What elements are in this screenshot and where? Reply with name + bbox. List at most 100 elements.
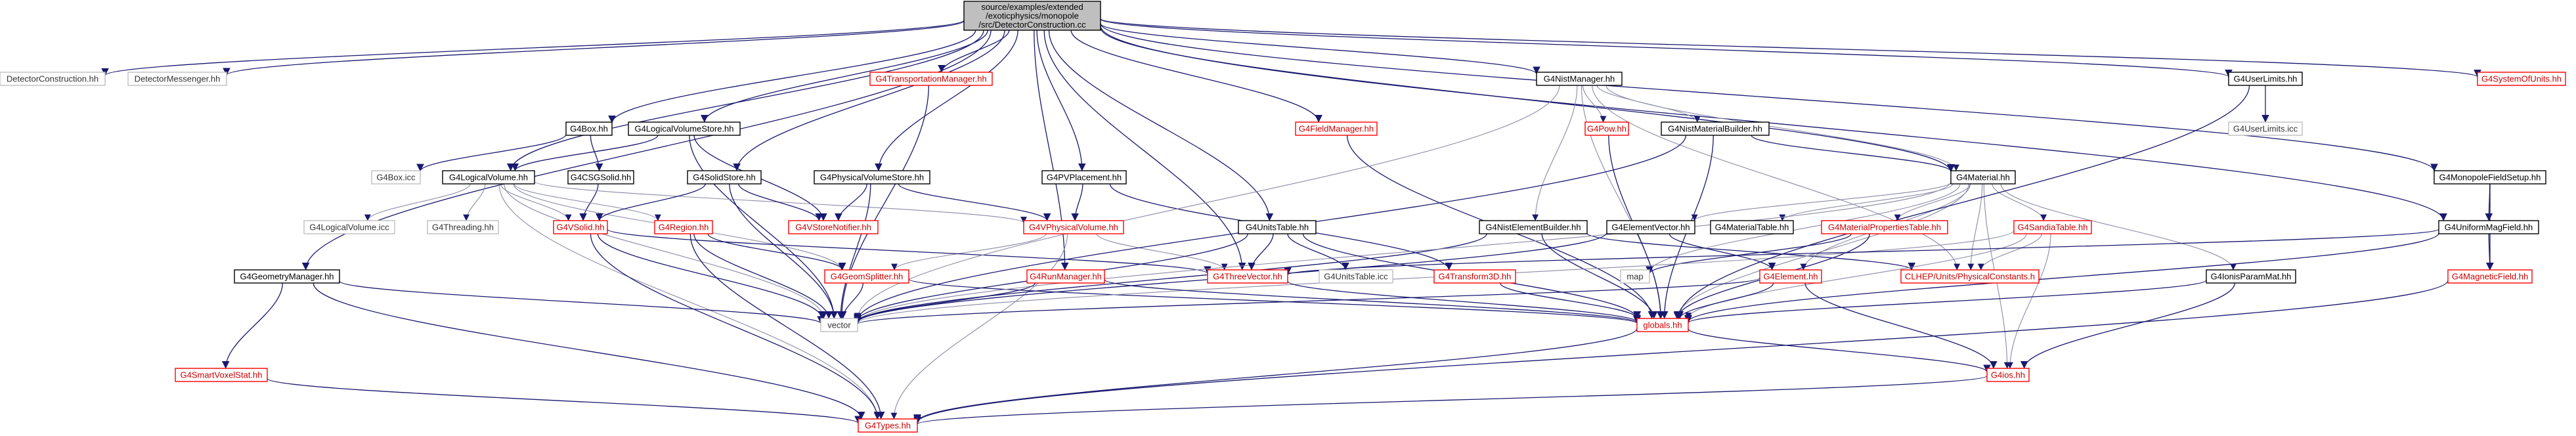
node-G4VStoreNotifier_hh[interactable]: G4VStoreNotifier.hh (788, 220, 879, 234)
node-G4UserLimits_hh[interactable]: G4UserLimits.hh (2228, 72, 2303, 86)
node-label: G4SandiaTable.hh (2018, 223, 2088, 232)
node-G4PVPlacement_hh[interactable]: G4PVPlacement.hh (1041, 170, 1127, 185)
node-G4Types_hh[interactable]: G4Types.hh (858, 418, 918, 433)
edge-G4RunManager_hh-to-globals_hh (1104, 279, 1641, 324)
node-G4ElementVector_hh[interactable]: G4ElementVector.hh (1606, 220, 1695, 234)
node-box (127, 72, 227, 86)
node-CLHEP_Units_PhysicalConstants_h[interactable]: CLHEP/Units/PhysicalConstants.h (1900, 269, 2040, 284)
node-G4Box_icc[interactable]: G4Box.icc (371, 170, 421, 185)
node-G4Threading_hh[interactable]: G4Threading.hh (427, 220, 499, 234)
node-G4UserLimits_icc[interactable]: G4UserLimits.icc (2228, 121, 2303, 136)
edge-G4IonisParamMat_hh-to-globals_hh (1684, 280, 2207, 324)
edge-G4Material_hh-to-G4IonisParamMat_hh (2000, 183, 2237, 271)
node-G4LogicalVolumeStore_hh[interactable]: G4LogicalVolumeStore.hh (628, 121, 741, 136)
node-G4FieldManager_hh[interactable]: G4FieldManager.hh (1295, 121, 1378, 136)
node-box (2206, 269, 2296, 284)
node-label: G4GeomSplitter.hh (831, 272, 904, 282)
edge-root-to-G4RunManager_hh (1034, 30, 1069, 271)
node-DetectorConstruction_hh[interactable]: DetectorConstruction.hh (0, 72, 106, 86)
node-G4NistManager_hh[interactable]: G4NistManager.hh (1536, 72, 1623, 86)
node-G4MagneticField_hh[interactable]: G4MagneticField.hh (2447, 269, 2533, 284)
node-label: G4MagneticField.hh (2452, 272, 2528, 282)
node-G4IonisParamMat_hh[interactable]: G4IonisParamMat.hh (2206, 269, 2296, 284)
node-G4CSGSolid_hh[interactable]: G4CSGSolid.hh (567, 170, 634, 185)
node-G4VSolid_hh[interactable]: G4VSolid.hh (553, 220, 608, 234)
node-root[interactable]: source/examples/extended/exoticphysics/m… (963, 1, 1101, 31)
node-label: G4MaterialTable.hh (1715, 223, 1789, 232)
edge-root-to-G4UnitsTable_hh (1048, 30, 1274, 221)
node-label: G4SystemOfUnits.hh (2481, 74, 2562, 84)
node-G4MaterialPropertiesTable_hh[interactable]: G4MaterialPropertiesTable.hh (1821, 220, 1948, 234)
node-G4UnitsTable_icc[interactable]: G4UnitsTable.icc (1319, 269, 1393, 284)
node-box (2447, 269, 2533, 284)
node-G4TransportationManager_hh[interactable]: G4TransportationManager.hh (869, 72, 993, 86)
node-label: G4Types.hh (865, 421, 911, 431)
node-G4RunManager_hh[interactable]: G4RunManager.hh (1026, 269, 1105, 284)
node-G4UnitsTable_hh[interactable]: G4UnitsTable.hh (1238, 220, 1317, 234)
edge-G4Element_hh-to-vector (854, 277, 1760, 325)
edge-G4Material_hh-to-vector (854, 181, 1952, 323)
node-label: G4IonisParamMat.hh (2211, 272, 2292, 282)
node-G4GeomSplitter_hh[interactable]: G4GeomSplitter.hh (824, 269, 909, 284)
node-G4MaterialTable_hh[interactable]: G4MaterialTable.hh (1710, 220, 1794, 234)
node-label: G4MaterialPropertiesTable.hh (1828, 223, 1941, 232)
edge-root-to-G4TransportationManager_hh (938, 30, 1010, 73)
node-G4SmartVoxelStat_hh[interactable]: G4SmartVoxelStat.hh (175, 368, 268, 382)
node-map[interactable]: map (1620, 269, 1650, 284)
node-box (2228, 72, 2303, 86)
node-G4NistElementBuilder_hh[interactable]: G4NistElementBuilder.hh (1479, 220, 1588, 234)
node-G4Pow_hh[interactable]: G4Pow.hh (1584, 121, 1629, 136)
node-G4Material_hh[interactable]: G4Material.hh (1950, 170, 2016, 185)
node-DetectorMessenger_hh[interactable]: DetectorMessenger.hh (127, 72, 227, 86)
node-box (1023, 220, 1124, 234)
node-box (1759, 269, 1822, 284)
node-G4SandiaTable_hh[interactable]: G4SandiaTable.hh (2013, 220, 2092, 234)
node-box (303, 220, 395, 234)
edge-globals_hh-to-G4Types_hh (913, 328, 1638, 422)
node-box (2434, 170, 2546, 185)
node-G4Element_hh[interactable]: G4Element.hh (1759, 269, 1822, 284)
node-label: G4GeometryManager.hh (240, 272, 334, 282)
node-G4MonopoleFieldSetup_hh[interactable]: G4MonopoleFieldSetup.hh (2434, 170, 2546, 185)
node-box (1295, 121, 1378, 136)
node-label: G4Box.icc (376, 173, 416, 183)
node-G4LogicalVolume_hh[interactable]: G4LogicalVolume.hh (442, 170, 535, 185)
node-box (1207, 269, 1288, 284)
node-G4ios_hh[interactable]: G4ios.hh (1986, 368, 2030, 382)
node-globals_hh[interactable]: globals.hh (1636, 318, 1689, 332)
node-G4SystemOfUnits_hh[interactable]: G4SystemOfUnits.hh (2477, 72, 2566, 86)
edge-G4Region_hh-to-vector (693, 233, 833, 319)
edge-G4Region_hh-to-G4GeomSplitter_hh (707, 233, 846, 271)
node-vector[interactable]: vector (820, 318, 858, 332)
node-G4Transform3D_hh[interactable]: G4Transform3D.hh (1433, 269, 1516, 284)
node-box (654, 220, 713, 234)
node-box (687, 170, 762, 185)
node-G4NistMaterialBuilder_hh[interactable]: G4NistMaterialBuilder.hh (1661, 121, 1770, 136)
node-label: G4Pow.hh (1587, 124, 1626, 134)
edge-root-to-G4PVPlacement_hh (1036, 30, 1086, 171)
node-box (427, 220, 499, 234)
node-G4GeometryManager_hh[interactable]: G4GeometryManager.hh (234, 269, 340, 284)
node-box (1950, 170, 2016, 185)
edge-G4GeometryManager_hh-to-vector (339, 280, 825, 324)
node-label: G4ElementVector.hh (1611, 223, 1690, 232)
node-box (1606, 220, 1695, 234)
node-label: G4PVPlacement.hh (1047, 173, 1122, 183)
node-G4Region_hh[interactable]: G4Region.hh (654, 220, 713, 234)
node-G4VPhysicalVolume_hh[interactable]: G4VPhysicalVolume.hh (1023, 220, 1124, 234)
node-box (1433, 269, 1516, 284)
node-G4UniformMagField_hh[interactable]: G4UniformMagField.hh (2438, 220, 2539, 234)
edge-G4LogicalVolumeStore_hh-to-G4LogicalVolume_hh (511, 135, 659, 171)
node-G4PhysicalVolumeStore_hh[interactable]: G4PhysicalVolumeStore.hh (814, 170, 930, 185)
node-G4Box_hh[interactable]: G4Box.hh (565, 121, 613, 136)
node-box (1026, 269, 1105, 284)
edge-globals_hh-to-G4ios_hh (1688, 328, 1991, 372)
node-G4ThreeVector_hh[interactable]: G4ThreeVector.hh (1207, 269, 1288, 284)
edge-G4LogicalVolume_hh-to-G4Types_hh (498, 183, 881, 420)
edge-G4LogicalVolumeStore_hh-to-vector (689, 135, 838, 319)
edge-G4LogicalVolume_hh-to-vector (504, 183, 827, 319)
edge-root-to-G4MonopoleFieldSetup_hh (1100, 23, 2438, 172)
node-G4SolidStore_hh[interactable]: G4SolidStore.hh (687, 170, 762, 185)
node-G4LogicalVolume_icc[interactable]: G4LogicalVolume.icc (303, 220, 395, 234)
